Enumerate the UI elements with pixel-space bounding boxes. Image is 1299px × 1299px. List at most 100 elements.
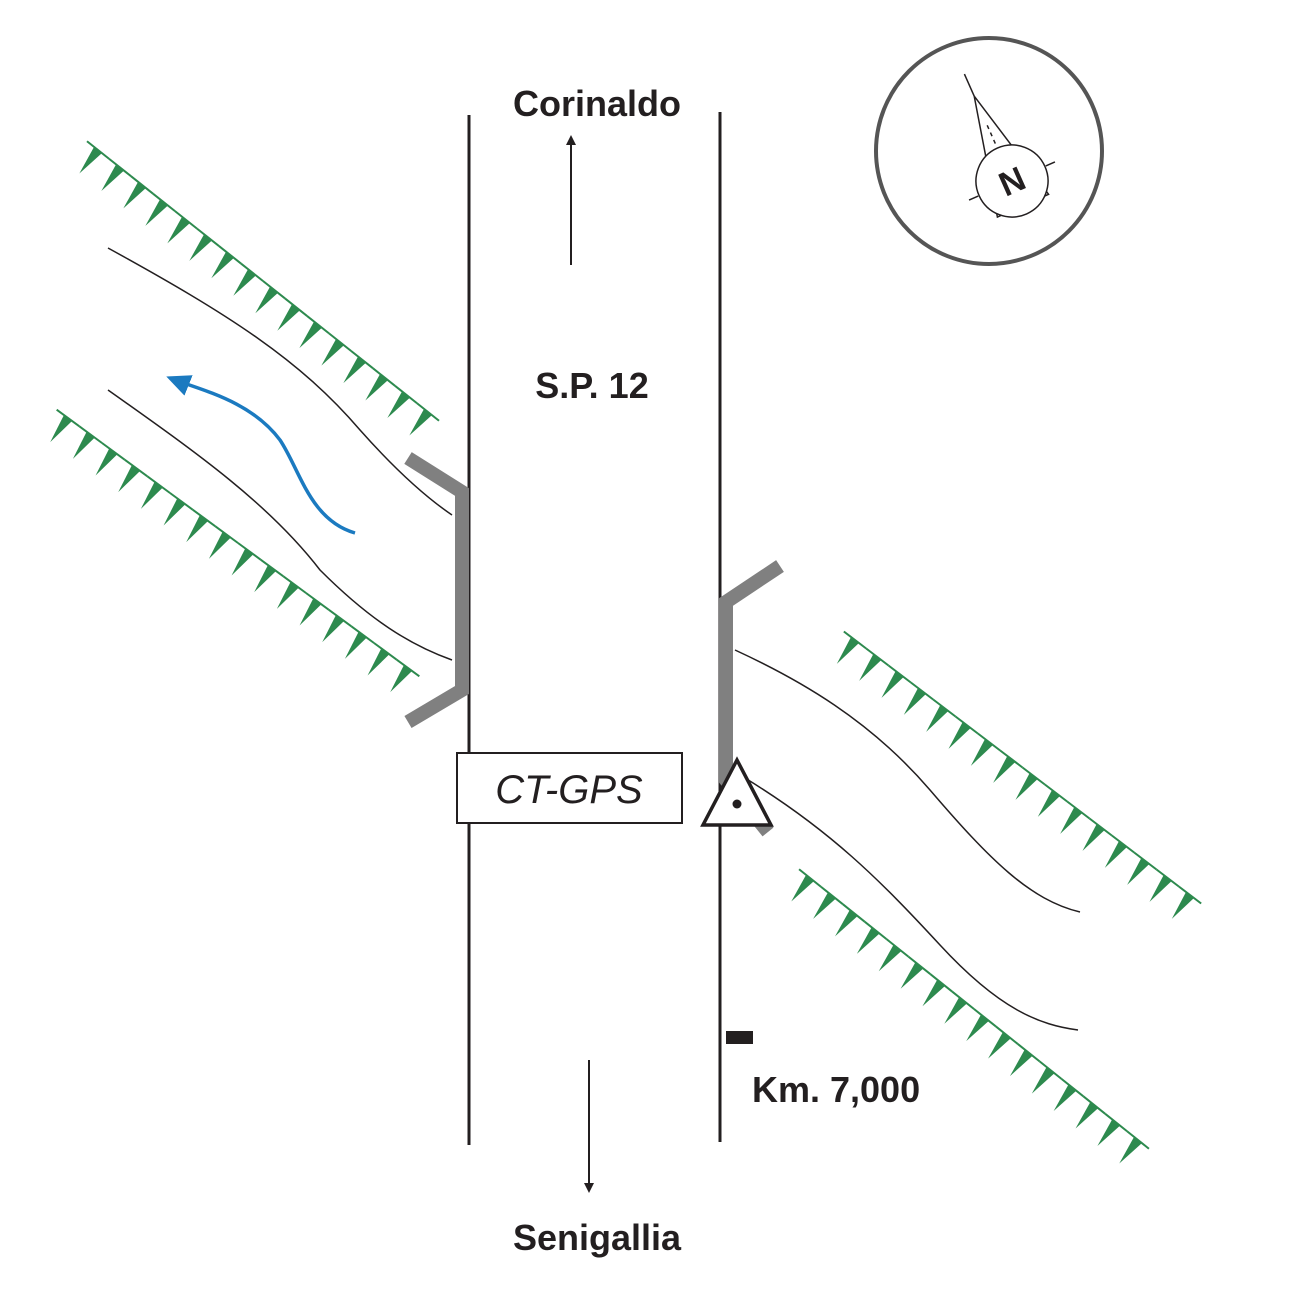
hatch-crest bbox=[995, 1025, 1019, 1045]
hatch-tick bbox=[1060, 806, 1083, 834]
hatch-tick bbox=[1149, 874, 1172, 902]
hatch-crest bbox=[282, 575, 307, 594]
hatch-crest bbox=[1038, 1060, 1063, 1080]
hatch-tick bbox=[1037, 789, 1060, 817]
hatch-crest bbox=[1155, 868, 1180, 888]
hatch-tick bbox=[1127, 857, 1150, 885]
hatch-crest bbox=[214, 525, 239, 544]
hatch-tick bbox=[409, 408, 432, 436]
culvert-headwall-west bbox=[404, 452, 469, 729]
hatch-tick bbox=[72, 431, 95, 459]
hatch-crest bbox=[218, 245, 242, 265]
hatch-tick bbox=[208, 531, 231, 559]
hatch-tick bbox=[123, 181, 146, 209]
hatch-tick bbox=[118, 465, 141, 493]
compass-rose: N bbox=[874, 36, 1104, 266]
hatch-tick bbox=[948, 721, 971, 749]
hatch-tick bbox=[321, 339, 344, 366]
hatch-tick bbox=[988, 1032, 1011, 1059]
hatch-tick bbox=[859, 653, 882, 681]
channel-bank-line bbox=[734, 649, 1081, 913]
hatch-crest bbox=[929, 973, 953, 993]
hatch-tick bbox=[836, 636, 859, 664]
hatch-tick bbox=[163, 498, 186, 526]
hatch-tick bbox=[390, 665, 413, 693]
hatch-tick bbox=[344, 631, 367, 659]
embankment-hatching bbox=[50, 140, 1202, 1164]
hatch-tick bbox=[254, 565, 277, 593]
channel-bank-line bbox=[744, 777, 1079, 1031]
station-label-box bbox=[456, 752, 683, 824]
hatch-tick bbox=[1031, 1067, 1055, 1094]
hatch-tick bbox=[791, 874, 814, 902]
hatch-crest bbox=[1088, 817, 1113, 837]
hatch-crest bbox=[372, 367, 396, 387]
hatch-tick bbox=[1119, 1136, 1142, 1164]
hatch-tick bbox=[186, 515, 209, 543]
hatch-crest bbox=[1021, 766, 1046, 786]
hatch-tick bbox=[255, 286, 278, 314]
hatch-tick bbox=[1171, 891, 1194, 919]
triangle-with-dot-icon bbox=[700, 756, 774, 827]
hatch-tick bbox=[944, 997, 967, 1024]
hatch-tick bbox=[1097, 1119, 1121, 1146]
flow-arrow bbox=[166, 375, 356, 535]
hatch-tick bbox=[365, 373, 388, 401]
hatch-tick bbox=[813, 892, 836, 919]
hatch-tick bbox=[1009, 1049, 1033, 1077]
hatch-tick bbox=[1053, 1084, 1077, 1112]
hatch-tick bbox=[140, 481, 163, 509]
hatch-tick bbox=[95, 448, 118, 476]
hatch-tick bbox=[367, 648, 390, 676]
hatch-crest bbox=[907, 955, 931, 975]
north-destination: Corinaldo bbox=[513, 83, 681, 124]
hatch-tick bbox=[926, 704, 949, 732]
hatch-tick bbox=[343, 356, 366, 384]
channel-bank-line bbox=[107, 389, 453, 661]
hatch-tick bbox=[970, 738, 993, 766]
hatch-tick bbox=[903, 687, 926, 715]
hatch-tick bbox=[966, 1014, 989, 1042]
hatch-tick bbox=[233, 269, 256, 296]
hatch-tick bbox=[211, 251, 234, 279]
hatch-tick bbox=[1104, 840, 1127, 868]
hatch-tick bbox=[835, 909, 858, 937]
hatch-tick bbox=[1082, 823, 1105, 851]
hatch-tick bbox=[856, 927, 880, 954]
hatch-tick bbox=[167, 216, 190, 244]
hatch-crest bbox=[169, 492, 194, 511]
hatch-tick bbox=[922, 979, 946, 1007]
hatch-crest bbox=[56, 408, 80, 428]
south-destination: Senigallia bbox=[513, 1217, 682, 1258]
road-name: S.P. 12 bbox=[535, 365, 648, 406]
hatch-crest bbox=[101, 442, 126, 461]
hatch-tick bbox=[881, 670, 904, 698]
hatch-tick bbox=[101, 164, 124, 191]
hatch-tick bbox=[189, 234, 212, 261]
hatch-tick bbox=[50, 415, 73, 443]
hatch-tick bbox=[900, 962, 924, 989]
hatch-tick bbox=[276, 581, 299, 609]
hatch-tick bbox=[1075, 1101, 1099, 1129]
hatch-crest bbox=[999, 749, 1024, 769]
kilometer-label: Km. 7,000 bbox=[752, 1069, 920, 1110]
station-code: CT-GPS bbox=[495, 768, 643, 812]
hatch-tick bbox=[322, 615, 345, 643]
kilometer-post bbox=[726, 1031, 753, 1044]
hatch-tick bbox=[145, 199, 168, 226]
hatch-crest bbox=[932, 698, 957, 718]
hatch-tick bbox=[993, 755, 1016, 783]
hatch-crest bbox=[152, 192, 176, 212]
hatch-tick bbox=[79, 146, 102, 174]
hatch-tick bbox=[387, 391, 410, 419]
hatch-tick bbox=[277, 304, 300, 331]
hatch-tick bbox=[231, 548, 254, 576]
hatch-tick bbox=[299, 321, 322, 349]
hatch-tick bbox=[1015, 772, 1038, 800]
hatch-tick bbox=[878, 944, 902, 972]
hatch-crest bbox=[865, 647, 890, 667]
hatch-tick bbox=[299, 598, 322, 626]
channel-bank-line bbox=[107, 247, 453, 516]
hatch-crest bbox=[350, 625, 375, 644]
